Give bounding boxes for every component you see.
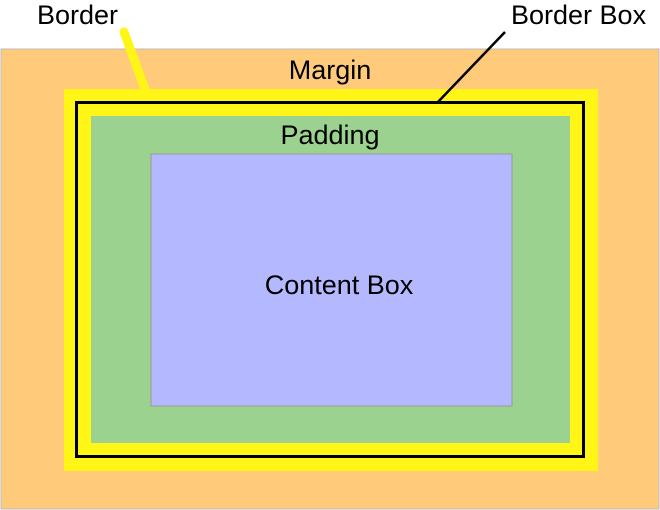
border-pointer-line bbox=[119, 27, 151, 97]
content-box bbox=[150, 153, 513, 407]
margin-label: Margin bbox=[289, 55, 372, 85]
padding-label: Padding bbox=[280, 120, 379, 150]
border-box-outline bbox=[75, 101, 585, 458]
content-box-label: Content Box bbox=[265, 270, 414, 300]
border-box-label: Border Box bbox=[511, 0, 647, 30]
border-label: Border bbox=[37, 0, 118, 30]
border-box-pointer-line bbox=[436, 31, 506, 104]
